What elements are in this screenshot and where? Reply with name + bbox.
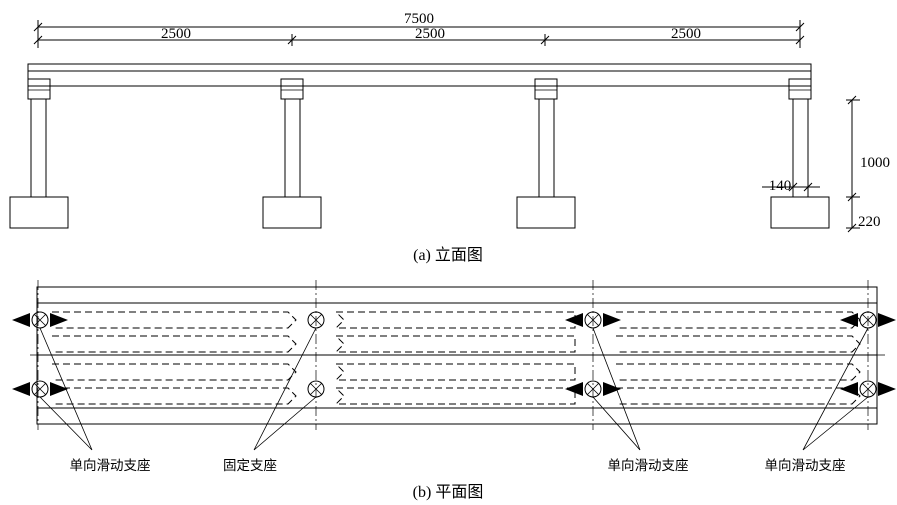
column-1 — [9, 78, 69, 229]
fixed-bearing-label: 固定支座 — [223, 458, 277, 474]
column-4 — [770, 78, 830, 229]
plan-caption: (b) 平面图 — [413, 484, 484, 501]
bearing-c1 — [565, 311, 621, 329]
bearing-a2 — [12, 380, 68, 398]
elevation-caption: (a) 立面图 — [413, 246, 483, 264]
column-3 — [516, 78, 576, 229]
column-2 — [262, 78, 322, 229]
height-dimensions: 1000 220 — [846, 95, 890, 233]
deck-beam — [27, 63, 812, 87]
bearing-a1 — [12, 311, 68, 329]
leader-lines — [39, 327, 869, 451]
plan-view: 单向滑动支座 固定支座 单向滑动支座 单向滑动支座 (b) 平面图 — [12, 280, 896, 501]
column-height-label: 1000 — [860, 155, 890, 171]
total-span-dimension: 7500 — [33, 11, 805, 48]
sliding-bearing-label-2: 单向滑动支座 — [608, 458, 689, 474]
sliding-bearing-label-3: 单向滑动支座 — [765, 458, 846, 474]
span-label-1: 2500 — [161, 26, 191, 42]
span-dimensions: 2500 2500 2500 — [33, 26, 805, 46]
total-span-label: 7500 — [404, 11, 434, 27]
column-width-label: 140 — [769, 178, 792, 194]
bearing-d1 — [840, 311, 896, 329]
bearing-b2 — [307, 380, 325, 398]
elevation-view: 7500 2500 2500 2500 — [9, 11, 890, 264]
span-label-2: 2500 — [415, 26, 445, 42]
sliding-bearing-label-1: 单向滑动支座 — [70, 458, 151, 474]
footing-height-label: 220 — [858, 214, 881, 230]
span-label-3: 2500 — [671, 26, 701, 42]
column-width-dimension: 140 — [762, 178, 820, 194]
axis-lines — [30, 280, 885, 430]
girders — [52, 311, 861, 405]
